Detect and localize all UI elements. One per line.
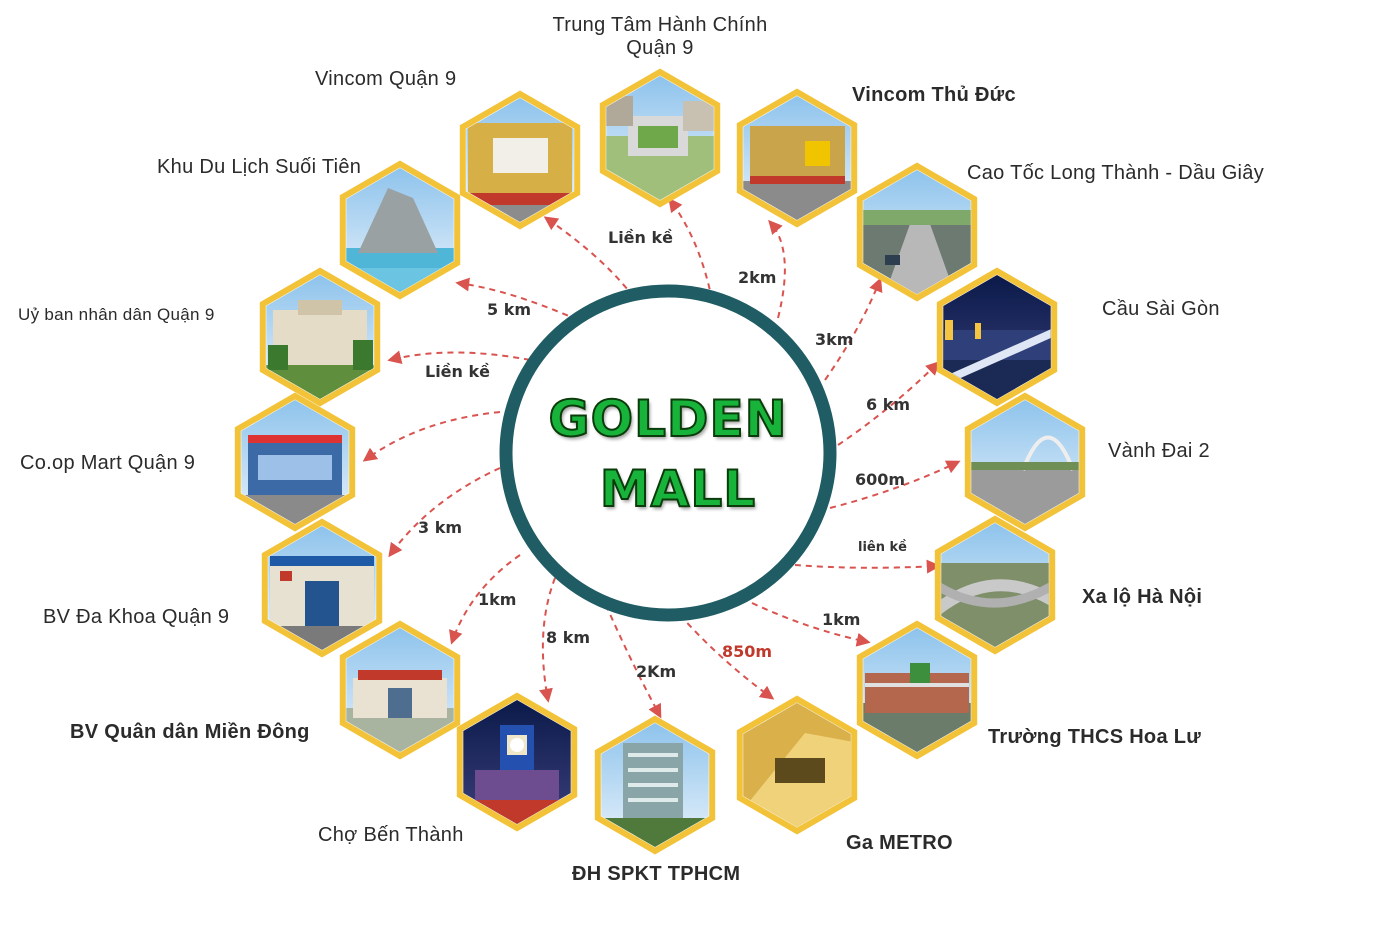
place-label-tthc: Trung Tâm Hành Chính Quận 9 bbox=[552, 14, 768, 59]
hub-ring bbox=[499, 284, 837, 622]
arrow-spkt bbox=[605, 604, 662, 719]
hex-frame bbox=[594, 715, 716, 855]
node-bv-dk bbox=[261, 518, 383, 658]
hex-frame bbox=[936, 267, 1058, 407]
place-label-cau-sg: Cầu Sài Gòn bbox=[1102, 298, 1220, 320]
node-xa-lo bbox=[934, 515, 1056, 655]
arrow-vincom-td bbox=[768, 219, 786, 319]
distance-label-spkt: 8 km bbox=[546, 628, 591, 647]
hex-frame bbox=[964, 392, 1086, 532]
arrow-suoi-tien bbox=[455, 277, 579, 321]
hex-frame bbox=[736, 695, 858, 835]
metro-train-icon bbox=[743, 703, 851, 827]
school-icon bbox=[863, 628, 971, 752]
hospital-gate-icon bbox=[346, 628, 454, 752]
node-coop bbox=[234, 392, 356, 532]
node-ben-thanh bbox=[456, 692, 578, 832]
arrow-coop bbox=[362, 411, 501, 462]
node-hoa-lu bbox=[856, 620, 978, 760]
hex-frame bbox=[459, 90, 581, 230]
distance-label-ben-thanh: 1km bbox=[478, 590, 517, 609]
arrow-cau-sg bbox=[837, 361, 941, 446]
distance-label-hoa-lu: 850m bbox=[722, 642, 773, 661]
place-label-vincom-td: Vincom Thủ Đức bbox=[852, 84, 1016, 106]
arrow-bv-qd bbox=[449, 554, 521, 645]
node-vincom-td bbox=[736, 88, 858, 228]
arrow-xa-lo bbox=[794, 559, 941, 574]
hospital-icon bbox=[268, 526, 376, 650]
distance-label-vincom-td: 3km bbox=[815, 330, 854, 349]
place-label-vincom-q9: Vincom Quận 9 bbox=[315, 68, 457, 90]
place-label-metro: Ga METRO bbox=[846, 832, 953, 854]
hex-frame bbox=[259, 267, 381, 407]
hub-title-line1: GOLDEN bbox=[548, 389, 788, 449]
distance-label-metro: 2Km bbox=[636, 662, 677, 681]
hex-frame bbox=[261, 518, 383, 658]
place-label-cao-toc: Cao Tốc Long Thành - Dầu Giây bbox=[967, 162, 1265, 184]
highway-icon bbox=[863, 170, 971, 294]
distance-label-xa-lo: 1km bbox=[822, 610, 861, 629]
arrow-vanh-dai bbox=[829, 460, 961, 509]
node-tthc bbox=[599, 68, 721, 208]
place-label-suoi-tien: Khu Du Lịch Suối Tiên bbox=[157, 156, 362, 178]
arrow-hoa-lu bbox=[751, 602, 871, 647]
arrow-cao-toc bbox=[824, 277, 883, 381]
distance-label-vanh-dai: liên kề bbox=[858, 540, 907, 555]
hex-frame bbox=[736, 88, 858, 228]
distance-label-ubnd: 5 km bbox=[487, 300, 532, 319]
distance-arrows bbox=[362, 197, 961, 719]
hex-frame bbox=[456, 692, 578, 832]
hex-frame bbox=[934, 515, 1056, 655]
place-label-hoa-lu: Trường THCS Hoa Lư bbox=[988, 726, 1202, 748]
university-icon bbox=[601, 723, 709, 847]
distance-label-bv-qd: 3 km bbox=[418, 518, 463, 537]
place-label-bv-dk: BV Đa Khoa Quận 9 bbox=[43, 606, 230, 628]
arrow-bv-dk bbox=[388, 467, 501, 558]
node-cau-sg bbox=[936, 267, 1058, 407]
place-label-spkt: ĐH SPKT TPHCM bbox=[572, 863, 741, 885]
hex-frame bbox=[856, 620, 978, 760]
node-ubnd bbox=[259, 267, 381, 407]
distance-label-suoi-tien: Liền kề bbox=[608, 228, 673, 247]
city-plan-icon bbox=[606, 76, 714, 200]
place-label-ubnd: Uỷ ban nhân dân Quận 9 bbox=[18, 305, 215, 324]
place-label-bv-qd: BV Quân dân Miền Đông bbox=[70, 721, 310, 743]
hex-frame bbox=[339, 620, 461, 760]
arrow-metro bbox=[679, 614, 775, 700]
node-spkt bbox=[594, 715, 716, 855]
arrow-tthc bbox=[668, 197, 713, 301]
distance-label-coop: Liền kề bbox=[425, 362, 490, 381]
place-label-vanh-dai: Vành Đai 2 bbox=[1108, 440, 1210, 462]
node-suoi-tien bbox=[339, 160, 461, 300]
hex-frame bbox=[599, 68, 721, 208]
hex-frame bbox=[234, 392, 356, 532]
arrow-ubnd bbox=[387, 350, 531, 365]
place-label-coop: Co.op Mart Quận 9 bbox=[20, 452, 196, 474]
node-bv-qd bbox=[339, 620, 461, 760]
distance-label-cau-sg: 600m bbox=[855, 470, 906, 489]
arrow-ben-thanh bbox=[539, 577, 556, 703]
hex-frame bbox=[856, 162, 978, 302]
place-label-ben-thanh: Chợ Bến Thành bbox=[318, 824, 464, 846]
node-cao-toc bbox=[856, 162, 978, 302]
distance-label-cao-toc: 6 km bbox=[866, 395, 911, 414]
node-vanh-dai bbox=[964, 392, 1086, 532]
hub-title-line2: MALL bbox=[599, 459, 757, 519]
distance-label-tthc: 2km bbox=[738, 268, 777, 287]
hex-frame bbox=[339, 160, 461, 300]
node-metro bbox=[736, 695, 858, 835]
node-vincom-q9 bbox=[459, 90, 581, 230]
place-label-xa-lo: Xa lộ Hà Nội bbox=[1082, 586, 1203, 608]
